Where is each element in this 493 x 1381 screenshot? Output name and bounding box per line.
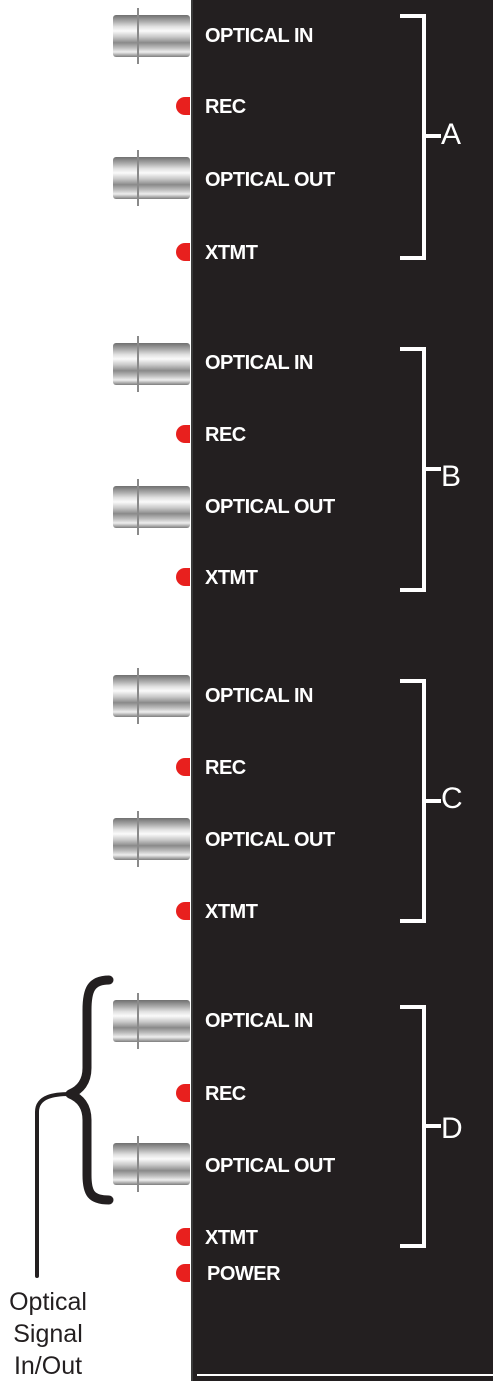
callout-line-2: Signal	[13, 1320, 83, 1348]
group-c-rec-label: REC	[205, 757, 246, 779]
group-a-optical-out-connector[interactable]	[113, 150, 190, 206]
group-d-letter: D	[441, 1112, 463, 1145]
group-d-rec-label: REC	[205, 1083, 246, 1105]
device-panel	[193, 0, 493, 1372]
group-c-xtmt-label: XTMT	[205, 901, 258, 923]
group-d-rec-led	[176, 1084, 190, 1102]
group-d-optical-in-connector[interactable]	[113, 993, 190, 1049]
group-d-optical-in-label: OPTICAL IN	[205, 1010, 313, 1032]
group-d-xtmt-led	[176, 1228, 190, 1246]
group-a-rec-led	[176, 97, 190, 115]
group-c-rec-led	[176, 758, 190, 776]
group-d-optical-out-label: OPTICAL OUT	[205, 1155, 335, 1177]
group-b-letter: B	[441, 460, 462, 493]
group-a-letter: A	[441, 118, 462, 151]
group-d-xtmt-label: XTMT	[205, 1227, 258, 1249]
group-a-rec-label: REC	[205, 96, 246, 118]
group-d-optical-out-connector[interactable]	[113, 1136, 190, 1192]
group-b-optical-in-label: OPTICAL IN	[205, 352, 313, 374]
group-a-xtmt-label: XTMT	[205, 242, 258, 264]
callout-leader-line	[35, 1092, 72, 1278]
panel-base	[193, 1372, 493, 1381]
panel-edge	[191, 0, 193, 1381]
group-b-rec-led	[176, 425, 190, 443]
callout-line-3: In/Out	[13, 1352, 83, 1380]
group-c-letter: C	[441, 782, 463, 815]
group-b-xtmt-led	[176, 568, 190, 586]
optical-signal-callout: Optical Signal In/Out	[0, 1286, 96, 1381]
group-b-optical-out-label: OPTICAL OUT	[205, 496, 335, 518]
signal-curly-brace	[65, 975, 114, 1205]
group-b-rec-label: REC	[205, 424, 246, 446]
group-c-xtmt-led	[176, 902, 190, 920]
power-led	[176, 1264, 190, 1282]
group-c-optical-in-label: OPTICAL IN	[205, 685, 313, 707]
group-a-xtmt-led	[176, 243, 190, 261]
callout-line-1: Optical	[9, 1288, 87, 1316]
group-b-optical-in-connector[interactable]	[113, 336, 190, 392]
group-c-optical-out-label: OPTICAL OUT	[205, 829, 335, 851]
group-b-xtmt-label: XTMT	[205, 567, 258, 589]
power-label: POWER	[207, 1263, 281, 1285]
group-c-optical-out-connector[interactable]	[113, 811, 190, 867]
group-a-optical-in-connector[interactable]	[113, 8, 190, 64]
group-a-optical-in-label: OPTICAL IN	[205, 25, 313, 47]
group-a-optical-out-label: OPTICAL OUT	[205, 169, 335, 191]
group-c-optical-in-connector[interactable]	[113, 668, 190, 724]
group-b-optical-out-connector[interactable]	[113, 479, 190, 535]
